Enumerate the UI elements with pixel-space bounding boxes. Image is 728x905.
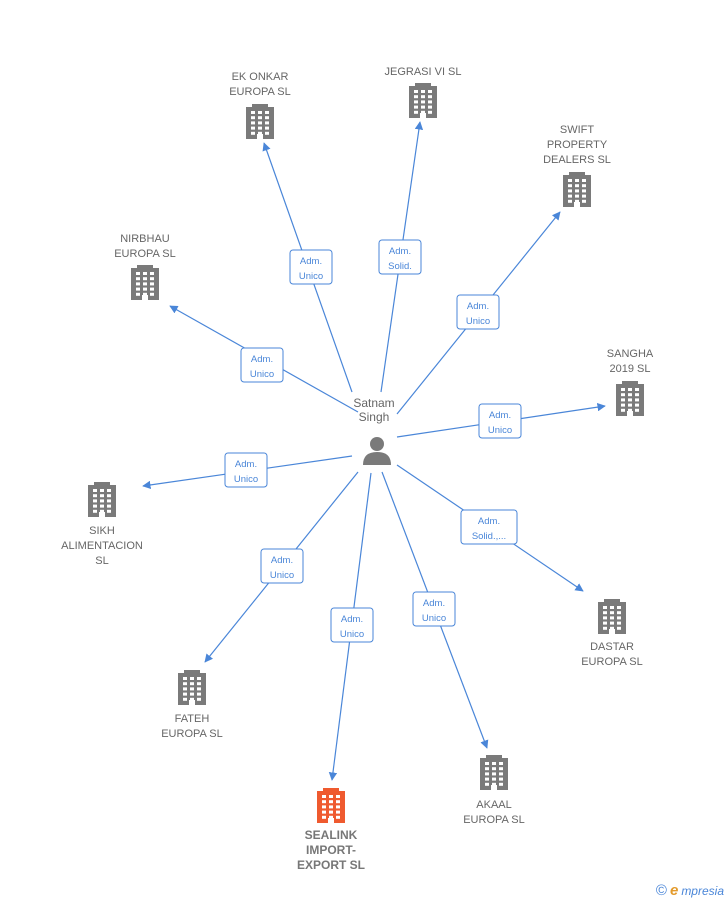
role-badge-sealink[interactable]: Adm. Unico bbox=[330, 607, 374, 643]
company-name-line: PROPERTY bbox=[547, 139, 608, 151]
company-name-line: EXPORT SL bbox=[297, 858, 365, 872]
company-name-line: EK ONKAR bbox=[232, 71, 289, 83]
company-label-sikh[interactable]: SIKH ALIMENTACION SL bbox=[61, 525, 143, 567]
person-name-line: Singh bbox=[359, 410, 390, 424]
company-name-line: FATEH bbox=[175, 713, 210, 725]
building-icon-dastar[interactable] bbox=[598, 599, 626, 634]
company-name-line: SWIFT bbox=[560, 124, 594, 136]
building-icon-nirbhau[interactable] bbox=[131, 265, 159, 300]
badge-text: Solid. bbox=[388, 261, 412, 272]
company-label-akaal[interactable]: AKAAL EUROPA SL bbox=[463, 799, 525, 826]
company-name-line: NIRBHAU bbox=[120, 233, 170, 245]
role-badge-sangha[interactable]: Adm. Unico bbox=[478, 403, 522, 439]
role-badge-fateh[interactable]: Adm. Unico bbox=[260, 548, 304, 584]
badge-text: Adm. bbox=[423, 598, 445, 609]
badge-text: Adm. bbox=[341, 614, 363, 625]
company-name-line: EUROPA SL bbox=[581, 656, 643, 668]
company-label-sangha[interactable]: SANGHA 2019 SL bbox=[607, 348, 654, 375]
badge-text: Unico bbox=[234, 474, 258, 485]
nodes-layer: EK ONKAR EUROPA SL JEGRASI VI SL SWIFT PROPE… bbox=[61, 66, 654, 872]
building-icon-jegrasi[interactable] bbox=[409, 83, 437, 118]
company-name-line: SIKH bbox=[89, 525, 115, 537]
building-icon-swift[interactable] bbox=[563, 172, 591, 207]
badges-layer: Adm.UnicoAdm.Solid.Adm.UnicoAdm.UnicoAdm… bbox=[224, 239, 522, 643]
badge-text: Solid.,... bbox=[472, 531, 506, 542]
role-badge-sikh[interactable]: Adm. Unico bbox=[224, 452, 268, 488]
building-icon-akaal[interactable] bbox=[480, 755, 508, 790]
badge-text: Adm. bbox=[271, 555, 293, 566]
building-icon-sangha[interactable] bbox=[616, 381, 644, 416]
company-name-line: JEGRASI VI SL bbox=[384, 66, 461, 78]
badge-text: Unico bbox=[250, 369, 274, 380]
company-name-line: EUROPA SL bbox=[229, 86, 291, 98]
badge-text: Unico bbox=[299, 271, 323, 282]
company-name-line: SEALINK bbox=[305, 828, 358, 842]
company-name-line: IMPORT- bbox=[306, 843, 356, 857]
company-label-fateh[interactable]: FATEH EUROPA SL bbox=[161, 713, 223, 740]
company-name-line: AKAAL bbox=[476, 799, 511, 811]
company-name-line: EUROPA SL bbox=[114, 248, 176, 260]
company-label-dastar[interactable]: DASTAR EUROPA SL bbox=[581, 641, 643, 668]
badge-text: Unico bbox=[466, 316, 490, 327]
person-icon bbox=[363, 437, 391, 465]
badge-text: Adm. bbox=[389, 246, 411, 257]
badge-text: Unico bbox=[422, 613, 446, 624]
brand-logo-initial: e bbox=[669, 882, 679, 899]
company-label-swift[interactable]: SWIFT PROPERTY DEALERS SL bbox=[543, 124, 611, 166]
badge-text: Unico bbox=[340, 629, 364, 640]
company-label-nirbhau[interactable]: NIRBHAU EUROPA SL bbox=[114, 233, 176, 260]
company-name-line: SL bbox=[95, 555, 108, 567]
building-icon-ek-onkar[interactable] bbox=[246, 104, 274, 139]
company-name-line: DASTAR bbox=[590, 641, 634, 653]
badge-text: Adm. bbox=[251, 354, 273, 365]
company-name-line: DEALERS SL bbox=[543, 154, 611, 166]
company-name-line: SANGHA bbox=[607, 348, 654, 360]
role-badge-ek-onkar[interactable]: Adm. Unico bbox=[289, 249, 333, 285]
copyright-icon: © bbox=[655, 882, 667, 899]
edges-layer bbox=[142, 121, 606, 781]
building-icon-sikh[interactable] bbox=[88, 482, 116, 517]
badge-text: Unico bbox=[488, 425, 512, 436]
company-label-ek-onkar[interactable]: EK ONKAR EUROPA SL bbox=[229, 71, 291, 98]
company-name-line: ALIMENTACION bbox=[61, 540, 143, 552]
badge-text: Adm. bbox=[300, 256, 322, 267]
brand-logo-text: mpresia bbox=[681, 883, 724, 898]
role-badge-akaal[interactable]: Adm. Unico bbox=[412, 591, 456, 627]
company-label-jegrasi[interactable]: JEGRASI VI SL bbox=[384, 66, 461, 78]
role-badge-jegrasi[interactable]: Adm. Solid. bbox=[378, 239, 422, 275]
person-name-line: Satnam bbox=[353, 396, 394, 410]
role-badge-dastar[interactable]: Adm. Solid.,... bbox=[460, 509, 518, 545]
badge-text: Adm. bbox=[489, 410, 511, 421]
badge-text: Adm. bbox=[235, 459, 257, 470]
badge-text: Adm. bbox=[478, 516, 500, 527]
badge-text: Adm. bbox=[467, 301, 489, 312]
company-name-line: EUROPA SL bbox=[463, 814, 525, 826]
role-badge-nirbhau[interactable]: Adm. Unico bbox=[240, 347, 284, 383]
badge-text: Unico bbox=[270, 570, 294, 581]
building-icon-sealink[interactable] bbox=[317, 788, 345, 823]
building-icon-fateh[interactable] bbox=[178, 670, 206, 705]
role-badge-swift[interactable]: Adm. Unico bbox=[456, 294, 500, 330]
company-name-line: EUROPA SL bbox=[161, 728, 223, 740]
company-name-line: 2019 SL bbox=[610, 363, 651, 375]
